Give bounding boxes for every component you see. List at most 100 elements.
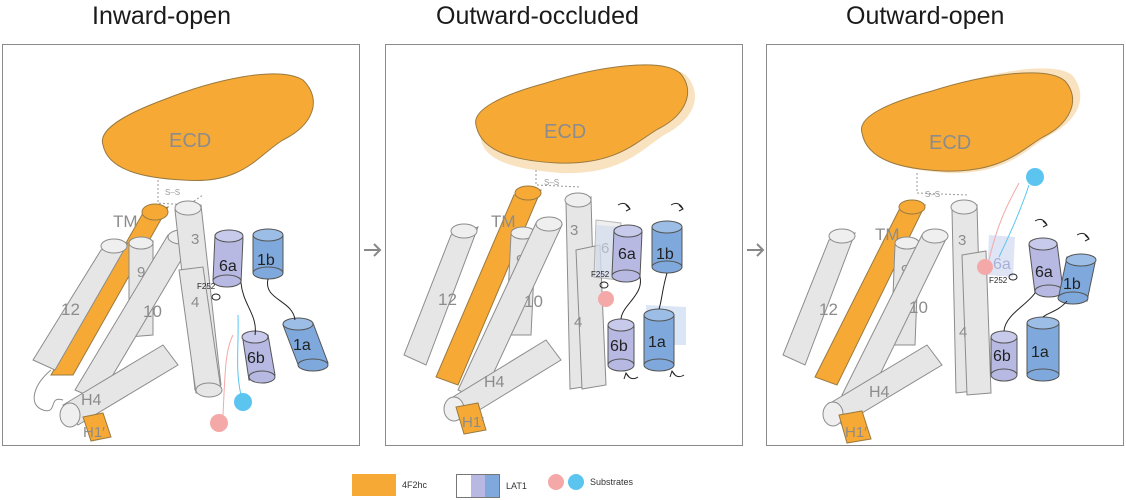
helix-6b	[241, 330, 276, 384]
helix-4-label: 4	[191, 294, 199, 311]
disulfide-label: S–S	[544, 178, 559, 187]
h1prime-helix	[838, 410, 872, 444]
helix-6a-label: 6a	[618, 246, 636, 263]
substrate-cyan	[234, 393, 252, 411]
substrate-path-cyan	[998, 184, 1030, 258]
substrate-cyan	[1026, 168, 1044, 186]
diagram-outward-occluded: ECD S–S TM 12 9 10 3 4 6 H4 H1′ 6a 1b 6b	[403, 64, 695, 435]
substrate-pink	[210, 414, 228, 432]
title-inward-open: Inward-open	[92, 2, 231, 30]
disulfide-label: S–S	[925, 190, 940, 199]
helix-9-label: 9	[137, 264, 145, 281]
tm-label: TM	[113, 212, 138, 231]
helix-6a-label: 6a	[219, 258, 237, 275]
substrate-pink	[598, 291, 614, 307]
panel-inward-open: ECD S–S TM 12 9 10 3 4 H4 H1′ 6a 1b 6b	[2, 44, 360, 446]
f252-label: F252	[197, 282, 216, 291]
helix-12-label: 12	[819, 300, 838, 319]
h4-label: H4	[81, 392, 102, 409]
h4-label: H4	[869, 384, 890, 401]
ecd-label: ECD	[169, 130, 211, 152]
h1prime-label: H1′	[83, 424, 105, 441]
motion-arrow-icon	[617, 202, 631, 212]
diagram-inward-open: ECD S–S TM 12 9 10 3 4 H4 H1′ 6a 1b 6b	[32, 73, 329, 442]
ecd-domain	[861, 72, 1074, 172]
helix-12-label: 12	[61, 300, 80, 319]
ecd-domain	[101, 73, 314, 182]
f252-ring-icon	[1008, 273, 1018, 281]
helix-1b	[651, 220, 683, 274]
h4-label: H4	[484, 374, 505, 391]
motion-arrow-icon	[623, 371, 639, 380]
title-outward-open: Outward-open	[846, 2, 1005, 30]
helix-1a-label: 1a	[1031, 344, 1049, 361]
panel-outward-occluded: ECD S–S TM 12 9 10 3 4 6 H4 H1′ 6a 1b 6b	[385, 44, 743, 446]
helix-1a-label: 1a	[293, 337, 311, 354]
substrate-cyan-swatch	[568, 474, 584, 490]
diagram-outward-open: ECD S–S TM 12 9 10 3 4 H4 H1′ 6a 6a 1b 6…	[782, 68, 1097, 444]
helix-1b-label: 1b	[257, 252, 275, 269]
ecd-label: ECD	[544, 121, 586, 143]
helix-6a	[611, 224, 643, 283]
substrate-path-cyan	[237, 314, 242, 396]
helix-1a	[643, 308, 675, 372]
helix-6a-label: 6a	[1035, 264, 1053, 281]
transition-arrow-2	[747, 243, 765, 257]
tm-label: TM	[491, 212, 516, 231]
helix-1b	[1057, 253, 1097, 305]
legend-substrates: Substrates	[548, 474, 633, 490]
lat1-swatch	[456, 474, 500, 498]
ecd-domain	[475, 64, 689, 164]
helix-3-label: 3	[191, 231, 199, 248]
transition-arrow-1	[364, 243, 382, 257]
ecd-label: ECD	[929, 132, 971, 154]
f252-label: F252	[989, 276, 1008, 285]
helix-10-label: 10	[524, 292, 543, 311]
title-outward-occluded: Outward-occluded	[436, 2, 639, 30]
helix-12-label: 12	[438, 290, 457, 309]
motion-arrow-icon	[1076, 232, 1090, 242]
legend-lat1-label: LAT1	[506, 481, 527, 491]
legend-substrates-label: Substrates	[590, 477, 634, 487]
helix-4-label: 4	[574, 314, 582, 331]
helix-4	[961, 250, 992, 396]
helix-1a	[1026, 316, 1060, 382]
disulfide-label: S–S	[165, 188, 180, 197]
helix-6a-ghost-label: 6a	[993, 256, 1011, 273]
helix-3-label: 3	[570, 222, 578, 239]
substrate-path-pink	[988, 182, 1020, 261]
substrate-pink	[977, 259, 993, 275]
f252-ring-icon	[211, 293, 221, 301]
helix-6b-label: 6b	[247, 350, 265, 367]
helix-1b-label: 1b	[656, 246, 674, 263]
helix-6b	[607, 318, 635, 372]
h1prime-helix	[82, 412, 112, 442]
h1prime-label: H1′	[845, 424, 867, 441]
h1prime-label: H1′	[462, 414, 484, 431]
helix-1b-label: 1b	[1063, 276, 1081, 293]
legend-heavy-chain-label: 4F2hc	[402, 480, 428, 490]
substrate-path-pink	[222, 334, 234, 416]
helix-1a	[282, 317, 329, 372]
motion-arrow-icon	[1034, 218, 1048, 228]
legend-lat1: LAT1	[456, 474, 527, 498]
helix-6b-label: 6b	[993, 348, 1011, 365]
f252-label: F252	[591, 270, 610, 279]
heavy-chain-swatch	[352, 474, 396, 496]
helix-10-label: 10	[143, 302, 162, 321]
helix-6b-label: 6b	[610, 338, 628, 355]
panel-outward-open: ECD S–S TM 12 9 10 3 4 H4 H1′ 6a 6a 1b 6…	[766, 44, 1124, 446]
legend: 4F2hc LAT1 Substrates	[0, 474, 1126, 498]
helix-10-label: 10	[909, 298, 928, 317]
f252-ring-icon	[599, 281, 609, 289]
helix-1a-label: 1a	[648, 334, 666, 351]
tm-label: TM	[875, 225, 900, 244]
helix-6b	[990, 330, 1018, 382]
legend-heavy-chain: 4F2hc	[352, 474, 427, 496]
h1prime-helix	[455, 402, 487, 435]
helix-3-label: 3	[958, 232, 966, 249]
helix-4-label: 4	[959, 324, 967, 341]
helix-4	[575, 244, 607, 390]
substrate-pink-swatch	[548, 474, 564, 490]
motion-arrow-icon	[669, 369, 685, 378]
